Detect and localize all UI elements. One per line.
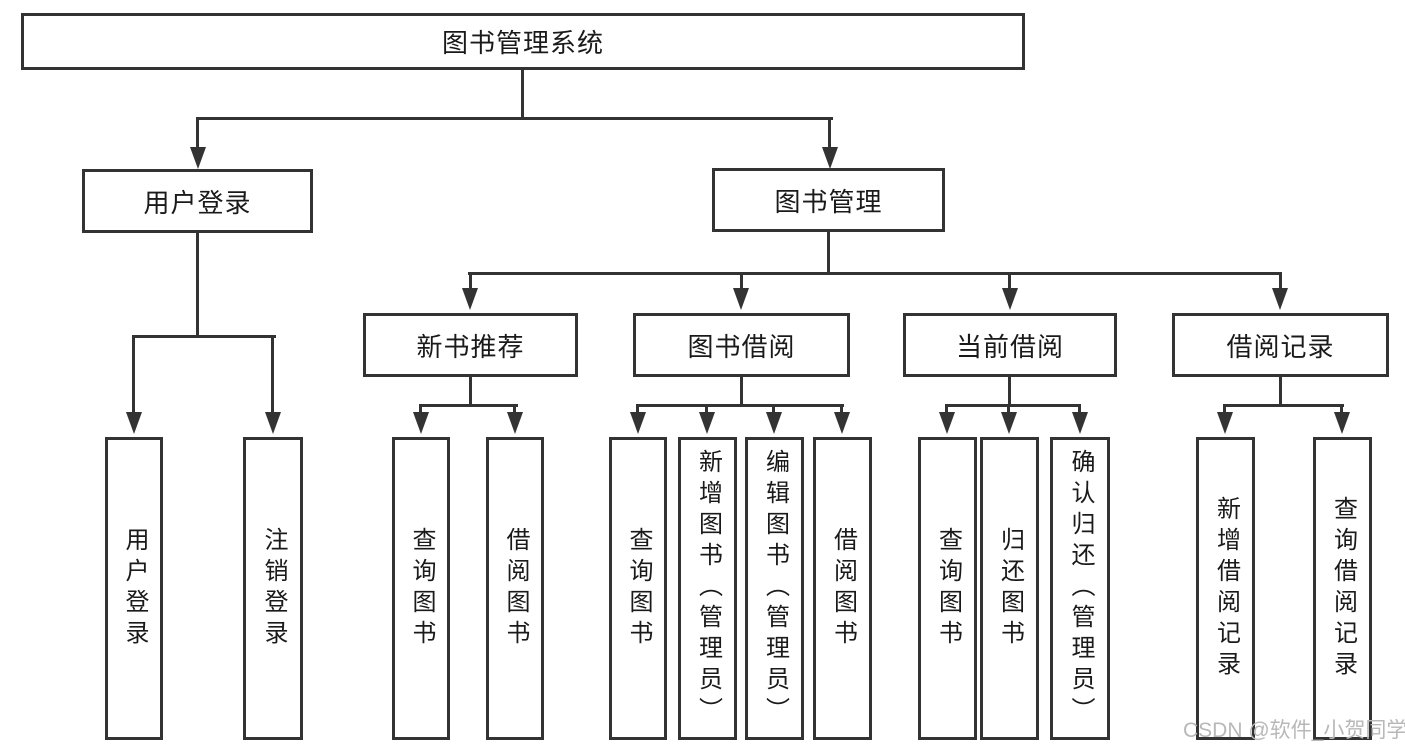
leaf-edit-book-admin: 编辑图书（管理员） xyxy=(745,437,804,740)
connector-borrow-record-hline xyxy=(1223,404,1344,407)
node-current-borrow-label: 当前借阅 xyxy=(955,331,1064,362)
arrow-down-borrow-book-1 xyxy=(507,412,523,434)
node-book-borrow-label: 图书借阅 xyxy=(687,331,796,362)
leaf-logout: 注销登录 xyxy=(243,437,303,740)
node-book-mgmt-label: 图书管理 xyxy=(774,186,883,217)
connector-current-borrow-hline xyxy=(945,404,1081,407)
leaf-query-book-borrow-label: 查询图书 xyxy=(625,526,652,651)
node-new-book-rec: 新书推荐 xyxy=(363,313,578,377)
connector-stem-new-book-rec xyxy=(469,272,472,292)
node-book-mgmt: 图书管理 xyxy=(712,168,945,232)
leaf-query-book-borrow: 查询图书 xyxy=(609,437,667,740)
connector-stem-confirm-return xyxy=(1078,404,1081,414)
leaf-add-book-admin-label: 新增图书（管理员） xyxy=(694,449,722,728)
arrow-down-query-record xyxy=(1334,412,1350,434)
connector-book-mgmt-vline xyxy=(827,230,830,275)
leaf-borrow-book-new-label: 借阅图书 xyxy=(502,526,529,651)
arrow-down-query-book-2 xyxy=(630,412,646,434)
arrow-down-return-book xyxy=(1001,412,1017,434)
node-new-book-rec-label: 新书推荐 xyxy=(416,331,525,362)
connector-stem-current-borrow xyxy=(1008,272,1011,292)
connector-current-borrow-vline xyxy=(1008,375,1011,407)
arrow-down-current-borrow xyxy=(1002,288,1018,310)
leaf-borrow-book-new: 借阅图书 xyxy=(486,437,544,740)
connector-root-vline xyxy=(521,68,524,120)
arrow-down-query-book-1 xyxy=(413,412,429,434)
node-user-login-label: 用户登录 xyxy=(143,187,252,218)
node-borrow-record-label: 借阅记录 xyxy=(1226,331,1335,362)
leaf-edit-book-admin-label: 编辑图书（管理员） xyxy=(761,449,789,728)
leaf-query-borrow-record: 查询借阅记录 xyxy=(1313,437,1372,740)
arrow-down-leaf-logout xyxy=(265,412,281,434)
connector-stem-query-record xyxy=(1340,404,1343,414)
leaf-confirm-return-admin-label: 确认归还（管理员） xyxy=(1067,449,1094,728)
leaf-return-book: 归还图书 xyxy=(980,437,1039,740)
node-book-borrow: 图书借阅 xyxy=(633,313,850,377)
arrow-down-book-mgmt xyxy=(822,147,838,169)
connector-user-login-vline xyxy=(196,231,199,338)
leaf-query-book-current: 查询图书 xyxy=(918,437,977,740)
leaf-confirm-return-admin: 确认归还（管理员） xyxy=(1050,437,1110,740)
connector-new-book-rec-vline xyxy=(469,375,472,407)
connector-user-login-hline xyxy=(132,335,276,338)
leaf-user-login-label: 用户登录 xyxy=(121,526,148,651)
leaf-add-borrow-record-label: 新增借阅记录 xyxy=(1212,495,1240,682)
connector-book-borrow-vline xyxy=(740,375,743,407)
arrow-down-edit-book xyxy=(766,412,782,434)
connector-book-borrow-hline xyxy=(636,404,844,407)
leaf-query-borrow-record-label: 查询借阅记录 xyxy=(1329,495,1357,682)
arrow-down-borrow-record xyxy=(1272,288,1288,310)
node-current-borrow: 当前借阅 xyxy=(903,313,1117,377)
connector-stem-user-login xyxy=(196,117,199,150)
connector-stem-book-borrow xyxy=(740,272,743,292)
connector-stem-query-book-1 xyxy=(419,404,422,414)
arrow-down-add-record xyxy=(1217,412,1233,434)
arrow-down-query-book-3 xyxy=(939,412,955,434)
connector-stem-return-book xyxy=(1007,404,1010,414)
connector-stem-borrow-book-2 xyxy=(840,404,843,414)
connector-stem-add-book xyxy=(705,404,708,414)
connector-stem-borrow-book-1 xyxy=(513,404,516,414)
leaf-user-login: 用户登录 xyxy=(105,437,163,740)
leaf-borrow-book-borrow: 借阅图书 xyxy=(813,437,872,740)
connector-stem-query-book-2 xyxy=(636,404,639,414)
leaf-query-book-new-label: 查询图书 xyxy=(408,526,435,651)
arrow-down-borrow-book-2 xyxy=(834,412,850,434)
leaf-return-book-label: 归还图书 xyxy=(996,526,1024,651)
connector-stem-leaf-user-login xyxy=(132,335,135,414)
node-root: 图书管理系统 xyxy=(21,13,1025,70)
arrow-down-add-book xyxy=(699,412,715,434)
arrow-down-user-login xyxy=(190,147,206,169)
arrow-down-new-book-rec xyxy=(462,288,478,310)
connector-stem-add-record xyxy=(1223,404,1226,414)
leaf-add-borrow-record: 新增借阅记录 xyxy=(1196,437,1255,740)
arrow-down-book-borrow xyxy=(733,288,749,310)
leaf-add-book-admin: 新增图书（管理员） xyxy=(678,437,737,740)
arrow-down-leaf-user-login xyxy=(126,412,142,434)
connector-book-mgmt-hline xyxy=(468,272,1282,275)
leaf-borrow-book-borrow-label: 借阅图书 xyxy=(829,526,857,651)
connector-stem-query-book-3 xyxy=(945,404,948,414)
connector-borrow-record-vline xyxy=(1279,375,1282,407)
leaf-logout-label: 注销登录 xyxy=(260,526,287,651)
leaf-query-book-new: 查询图书 xyxy=(392,437,450,740)
node-borrow-record: 借阅记录 xyxy=(1172,313,1389,377)
arrow-down-confirm-return xyxy=(1072,412,1088,434)
node-root-label: 图书管理系统 xyxy=(441,28,604,58)
csdn-watermark: CSDN @软件_小贺同学 xyxy=(1183,719,1405,742)
connector-stem-book-mgmt xyxy=(828,117,831,150)
connector-stem-borrow-record xyxy=(1279,272,1282,292)
node-user-login: 用户登录 xyxy=(82,169,313,233)
connector-stem-leaf-logout xyxy=(271,335,274,414)
connector-root-hline xyxy=(196,117,833,120)
connector-stem-edit-book xyxy=(772,404,775,414)
leaf-query-book-current-label: 查询图书 xyxy=(934,526,962,651)
connector-new-book-rec-hline xyxy=(419,404,518,407)
